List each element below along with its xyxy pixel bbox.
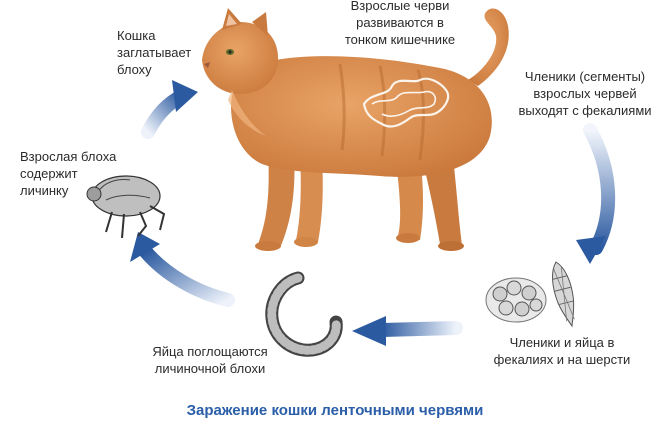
arrow-flea-to-cat	[141, 80, 198, 139]
arrow-larva-to-flea	[130, 232, 235, 307]
label-eggs-swallowed-by-larva: Яйца поглощаются личиночной блохи	[152, 344, 268, 376]
label-segments-eggs: Членики и яйца в фекалиях и на шерсти	[493, 335, 631, 367]
arrow-intestine-to-segments	[576, 123, 616, 264]
diagram-title: Заражение кошки ленточными червями	[186, 402, 484, 419]
label-segments-exit: Членики (сегменты) взрослых червей выход…	[518, 69, 652, 118]
adult-flea-icon	[86, 175, 166, 239]
tapeworm-segment-icon	[552, 261, 575, 328]
flea-larva-icon	[265, 271, 343, 357]
cat-illustration	[202, 8, 509, 251]
eggs-cluster-icon	[485, 277, 547, 323]
tapeworm-in-intestine-icon	[362, 77, 450, 128]
label-adult-flea-contains-larva: Взрослая блоха содержит личинку	[20, 149, 117, 198]
label-cat-swallows-flea: Кошка заглатывает блоху	[117, 28, 192, 77]
arrow-segments-to-larva	[352, 316, 463, 346]
label-adult-worms-intestine: Взрослые черви развиваются в тонком кише…	[344, 0, 456, 47]
